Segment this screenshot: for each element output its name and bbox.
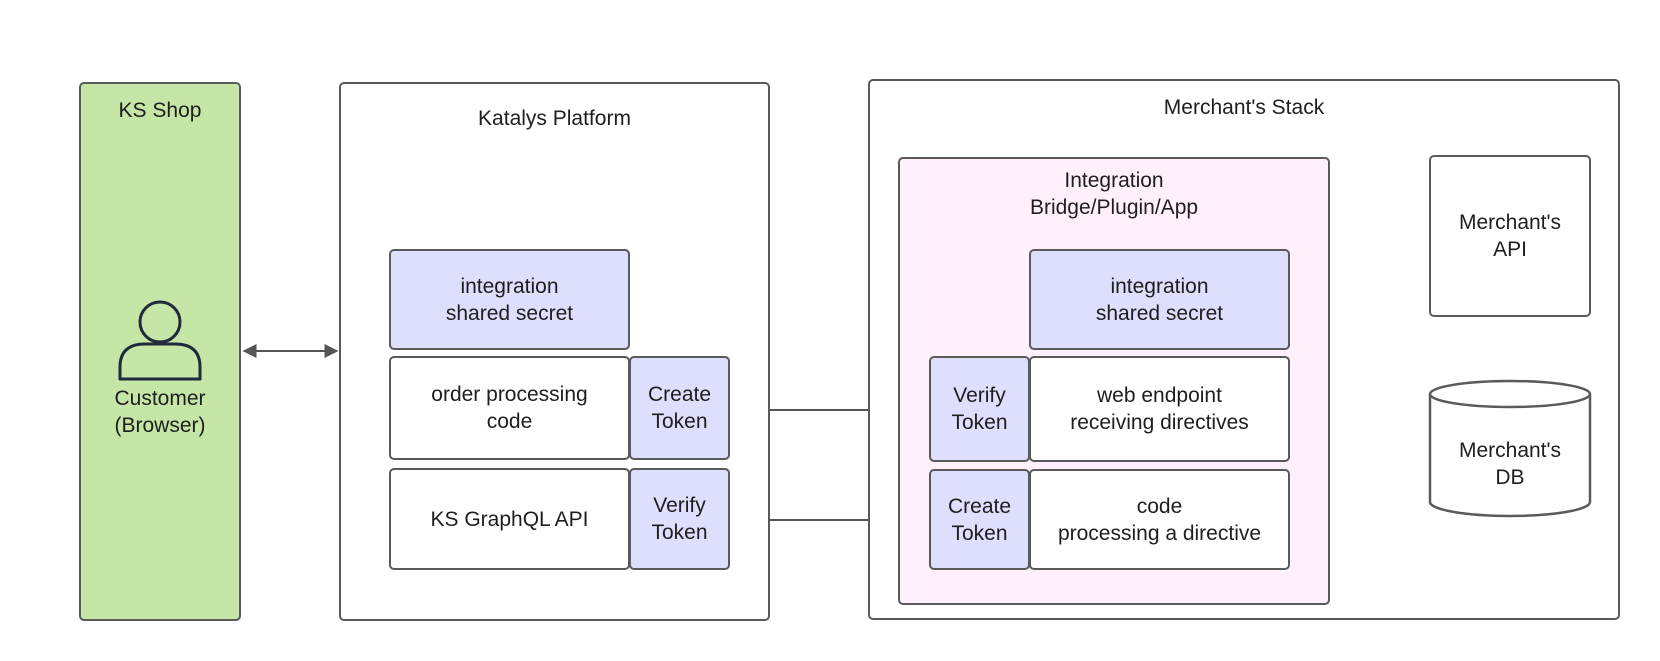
customer-icon [118, 300, 202, 381]
merchant-stack-title: Merchant's Stack [1163, 96, 1325, 119]
customer-label: Customer (Browser) [114, 387, 206, 437]
ks-graphql-api: KS GraphQL API [389, 468, 630, 570]
platform-verify-token: Verify Token [629, 468, 730, 570]
platform-create-token: Create Token [629, 356, 730, 460]
bridge-shared-secret: integration shared secret [1029, 249, 1290, 350]
katalys-platform-title: Katalys Platform [478, 107, 631, 130]
ks-shop-panel [79, 82, 241, 621]
merchant-api: Merchant's API [1429, 155, 1591, 317]
bridge-verify-token: Verify Token [929, 356, 1030, 462]
merchant-db-cylinder [1428, 379, 1592, 518]
web-endpoint: web endpoint receiving directives [1029, 356, 1290, 462]
code-processing-directive: code processing a directive [1029, 469, 1290, 570]
order-processing-code: order processing code [389, 356, 630, 460]
platform-shared-secret: integration shared secret [389, 249, 630, 350]
bridge-create-token: Create Token [929, 469, 1030, 570]
ks-shop-title: KS Shop [118, 99, 202, 122]
merchant-db-label: Merchant's DB [1458, 439, 1562, 489]
integration-bridge-title: Integration Bridge/Plugin/App [1029, 169, 1199, 219]
